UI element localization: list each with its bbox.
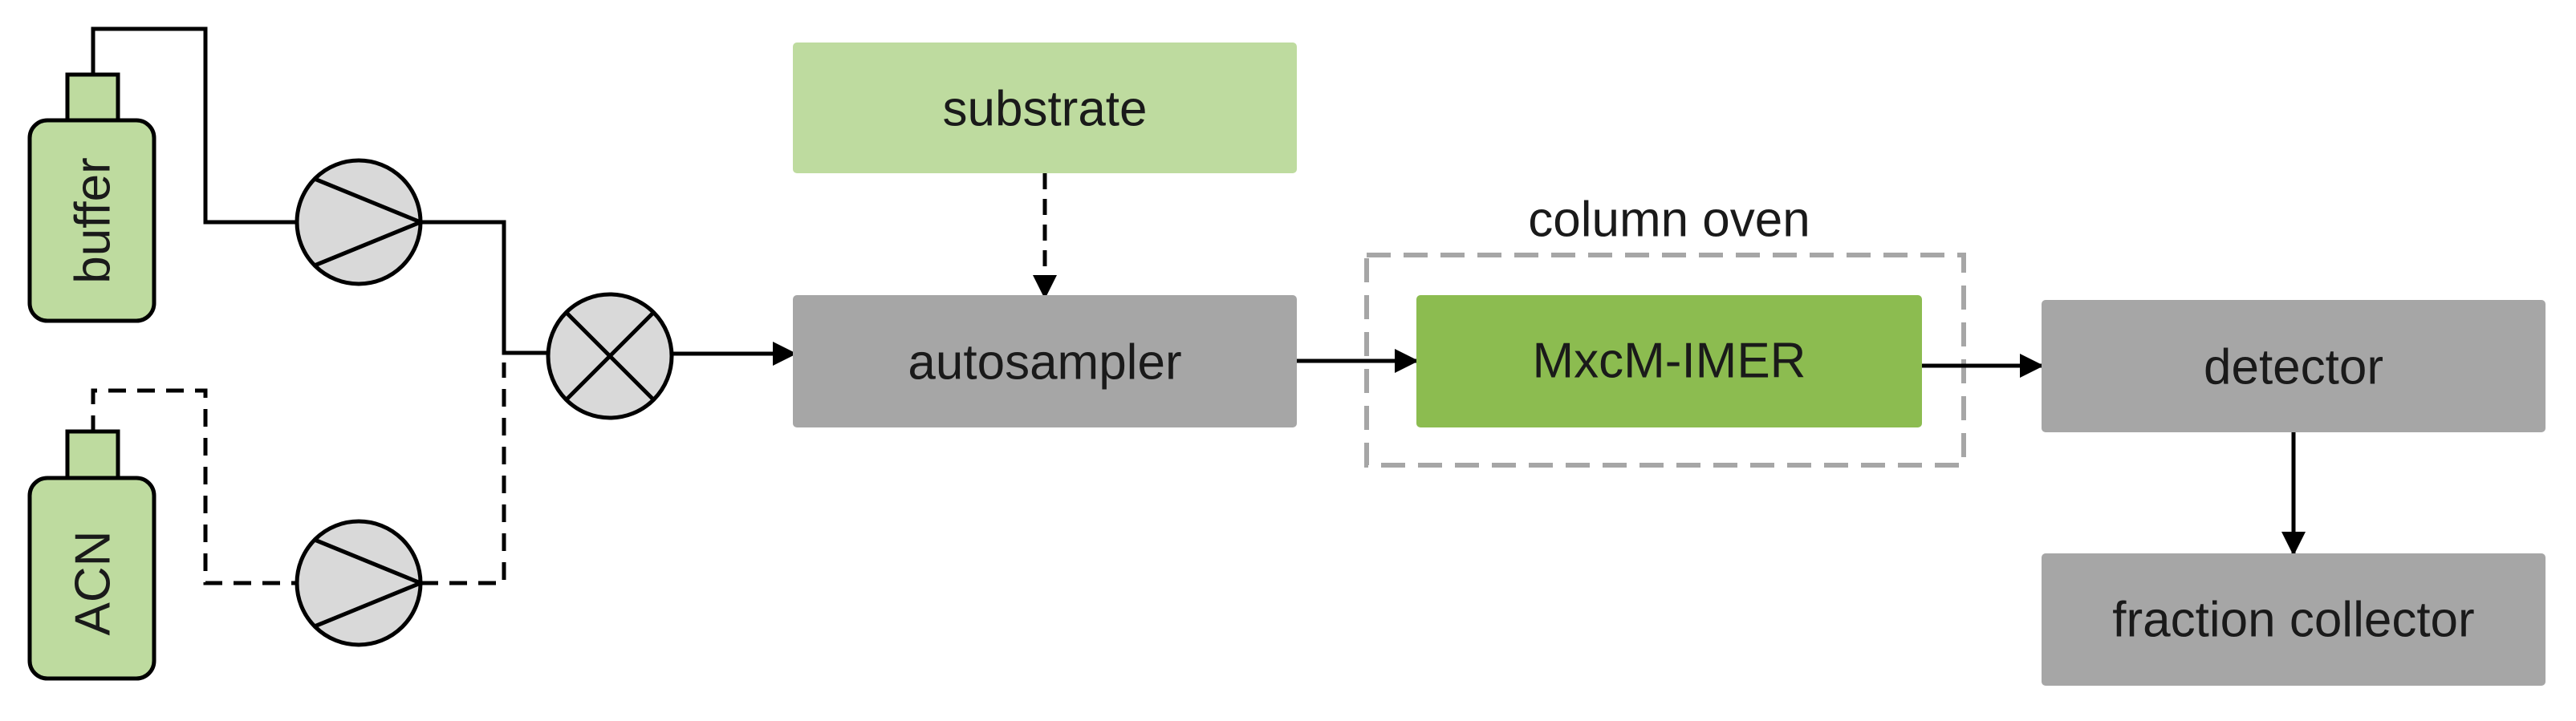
- acn-reservoir-cap: [65, 429, 120, 482]
- detector-box: detector: [2042, 300, 2546, 432]
- acn-flow-line: [91, 363, 506, 585]
- buffer-reservoir-cap: [65, 72, 120, 125]
- buffer-reservoir-body: [27, 118, 156, 323]
- acn-label: ACN: [66, 531, 121, 636]
- fraction-collector-box: fraction collector: [2042, 553, 2546, 686]
- mixer-valve-icon: [546, 292, 674, 420]
- detector-label: detector: [2204, 340, 2383, 395]
- buffer-label: buffer: [66, 157, 121, 283]
- imer-label: MxcM-IMER: [1533, 334, 1806, 389]
- autosampler-box: autosampler: [793, 295, 1297, 427]
- autosampler-label: autosampler: [908, 335, 1181, 391]
- imer-box: MxcM-IMER: [1416, 295, 1922, 427]
- acn-reservoir: ACN: [27, 429, 156, 681]
- acn-reservoir-body: [27, 476, 156, 681]
- column-oven: column oven: [1364, 192, 1966, 468]
- buffer-flow-line: [91, 26, 549, 355]
- substrate-box: substrate: [793, 43, 1297, 173]
- column-oven-label: column oven: [1528, 192, 1810, 248]
- pump-icon: [295, 519, 426, 647]
- buffer-reservoir: buffer: [27, 72, 156, 323]
- fraction-collector-label: fraction collector: [2112, 593, 2474, 648]
- pump-icon: [295, 158, 426, 286]
- column-oven-border: [1364, 253, 1966, 468]
- substrate-label: substrate: [942, 82, 1147, 137]
